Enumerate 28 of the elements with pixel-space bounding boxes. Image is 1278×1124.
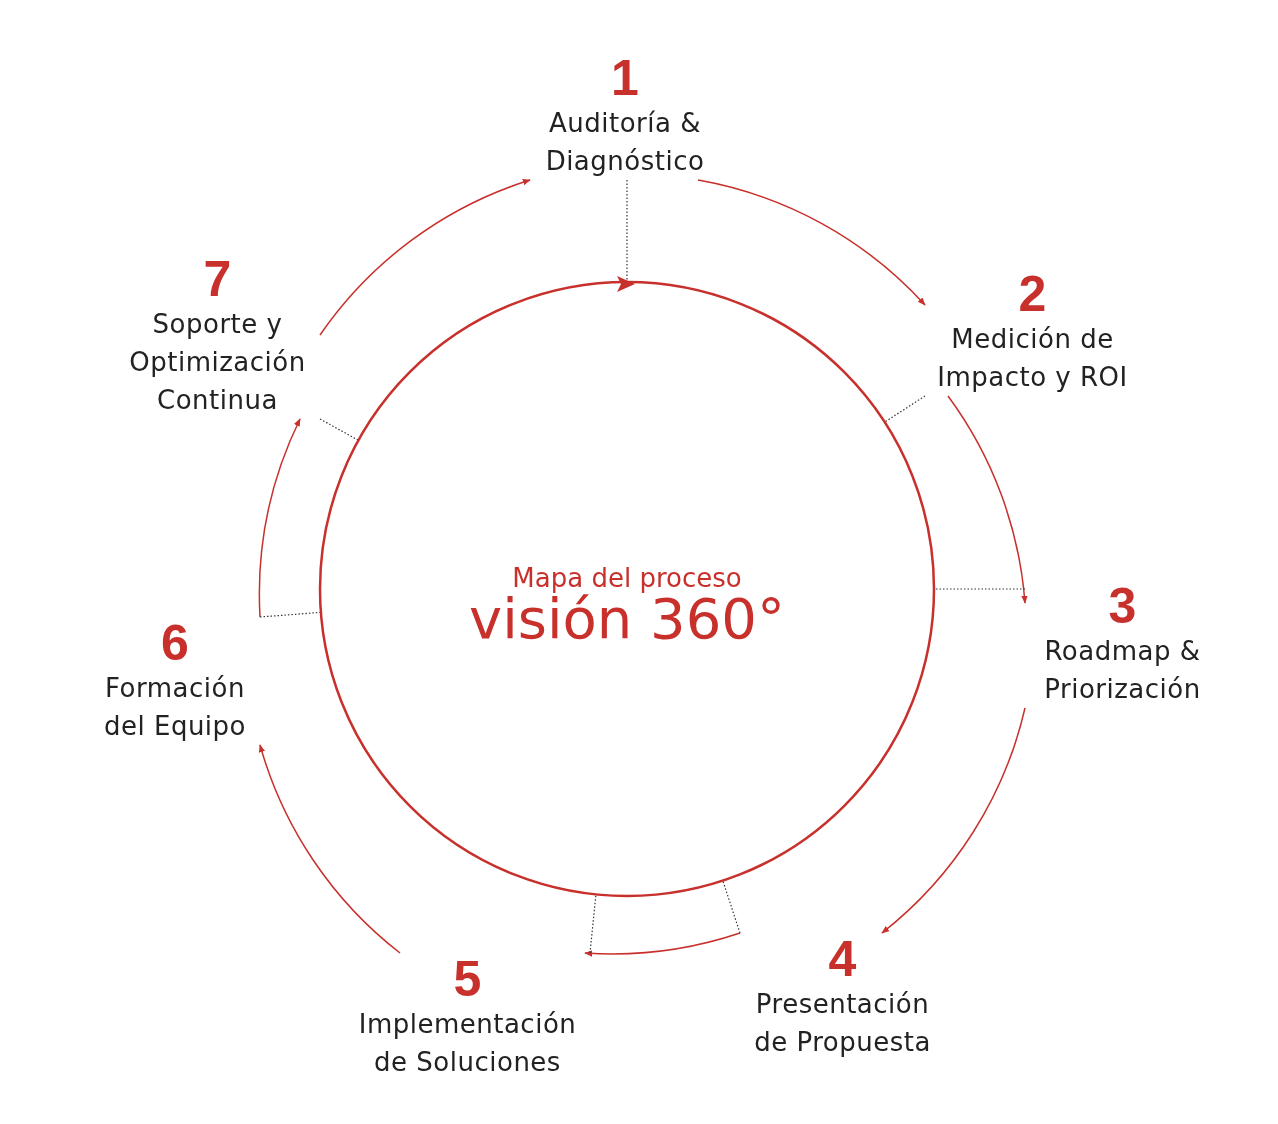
arrow	[584, 932, 741, 957]
leader-line	[259, 611, 322, 618]
leader-line	[884, 395, 926, 423]
arrow	[697, 179, 926, 306]
leader-line	[722, 880, 741, 934]
leader-line	[589, 893, 597, 954]
step-label: Implementación de Soluciones	[357, 1008, 578, 1079]
step-number: 1	[611, 52, 639, 104]
arrow	[259, 744, 401, 954]
step-number: 4	[828, 933, 857, 985]
step-number: 7	[203, 253, 232, 305]
center-subtitle: Mapa del proceso	[511, 562, 743, 594]
arrow	[947, 395, 1028, 604]
leader-line	[933, 588, 1026, 590]
arrow	[881, 707, 1026, 934]
step-number: 5	[453, 953, 482, 1005]
step-label: Medición de Impacto y ROI	[936, 323, 1129, 394]
step-label: Presentación de Propuesta	[753, 988, 932, 1059]
arrow	[259, 418, 301, 618]
arrow	[319, 179, 531, 336]
step-number: 3	[1108, 580, 1137, 632]
step-label: Formación del Equipo	[102, 672, 247, 743]
step-label: Roadmap & Priorización	[1043, 635, 1202, 706]
leader-line	[626, 179, 628, 283]
step-number: 6	[161, 617, 189, 669]
step-label: Soporte y Optimización Continua	[128, 308, 307, 417]
step-number: 2	[1018, 268, 1047, 320]
step-label: Auditoría & Diagnóstico	[544, 107, 706, 178]
